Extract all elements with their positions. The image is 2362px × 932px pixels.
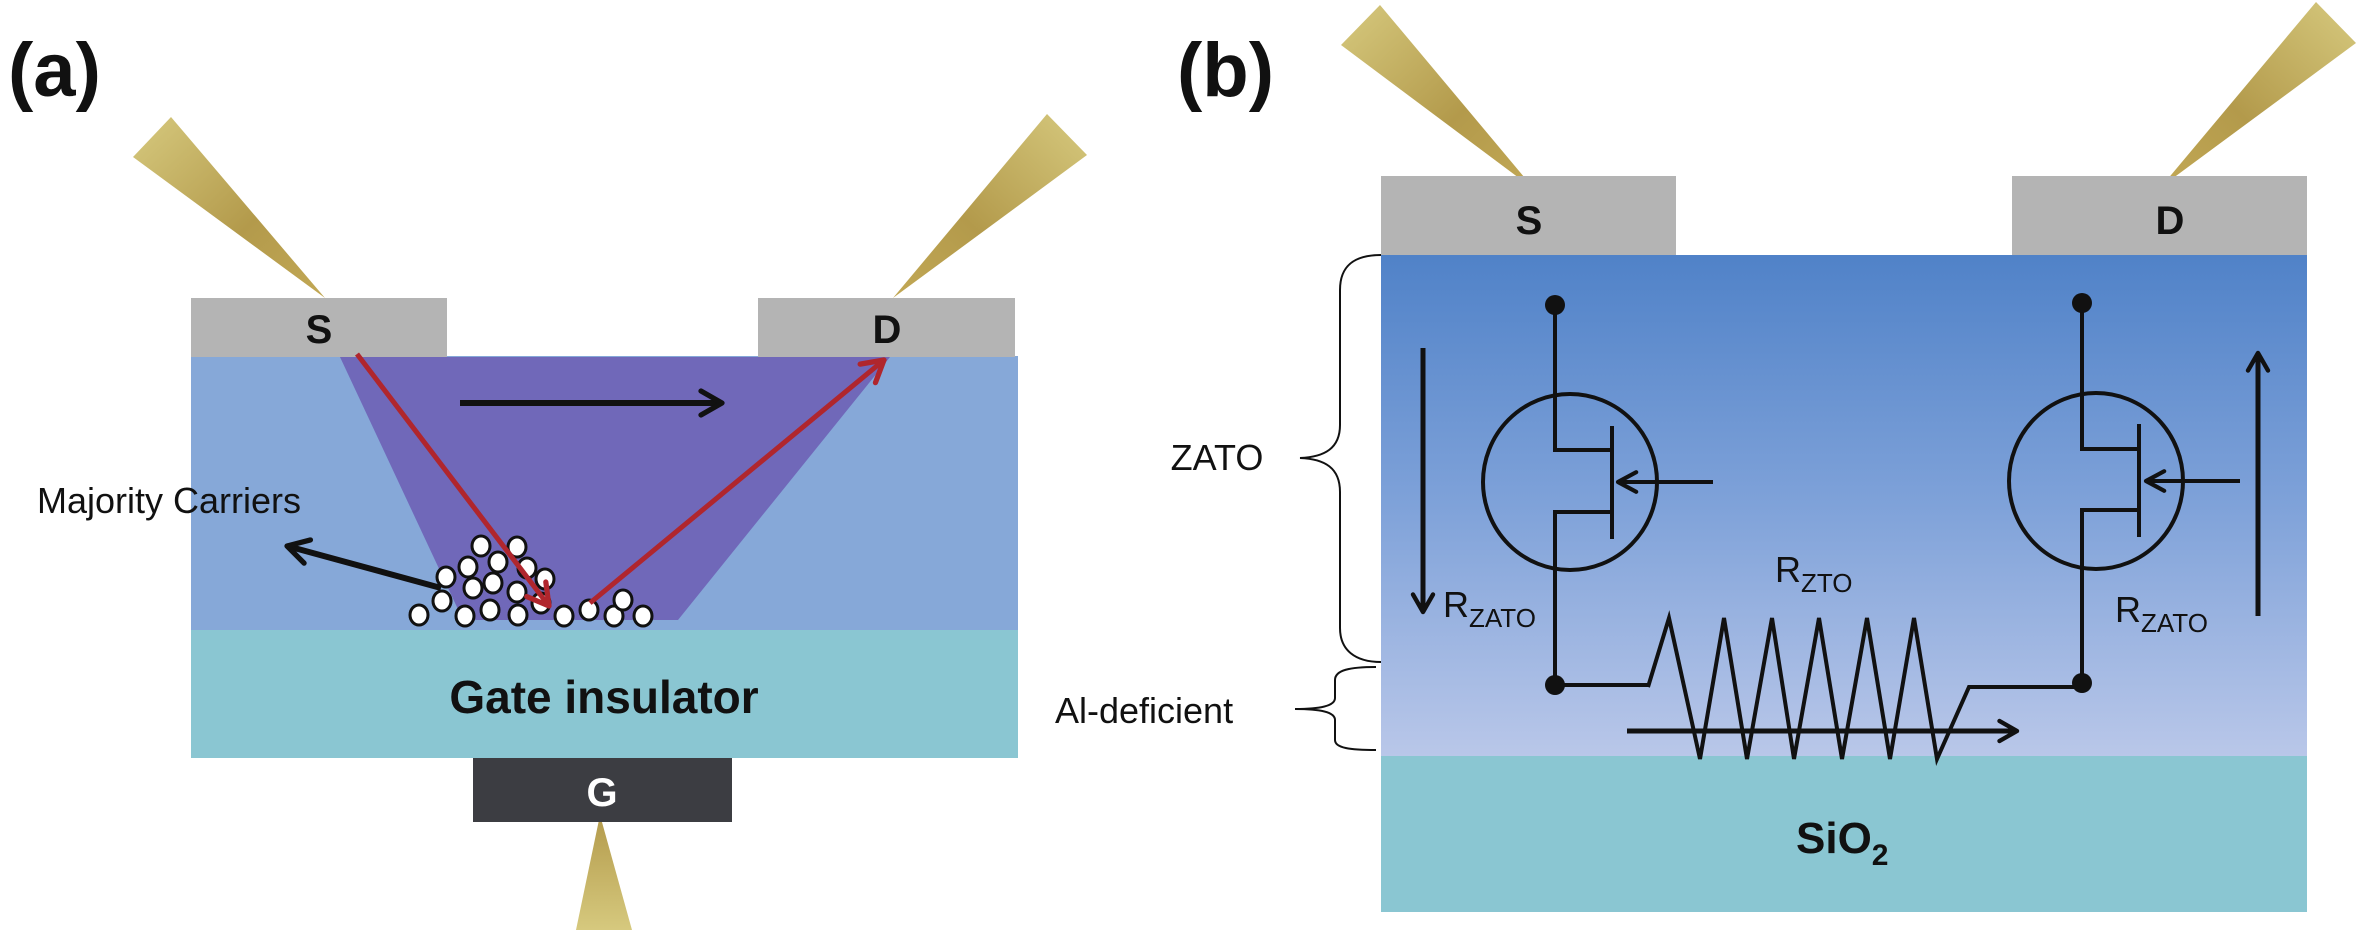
gate-probe-icon [576, 815, 632, 930]
carrier-icon [603, 604, 625, 628]
carrier-icon [457, 555, 479, 579]
carrier-icon [482, 571, 504, 595]
zato-bracket [1299, 254, 1382, 663]
source-probe-icon [1341, 5, 1535, 190]
sio2-label-main: SiO [1796, 814, 1872, 863]
sio2-label: SiO2 [1796, 814, 1888, 872]
source-label: S [1516, 199, 1543, 243]
drain-electrode [2012, 176, 2307, 255]
left-top-node-icon [1545, 295, 1565, 315]
panel-a-label: (a) [8, 28, 101, 113]
source-electrode [191, 298, 447, 357]
carrier-icon [470, 534, 492, 558]
carrier-icon [507, 603, 529, 627]
right-transistor-symbol [2007, 293, 2240, 693]
right-top-node-icon [2072, 293, 2092, 313]
carrier-icon [578, 598, 600, 622]
carrier-icon [632, 604, 654, 628]
zto-resistor-symbol [1646, 610, 2082, 766]
majority-carriers-pointer-arrow [284, 537, 442, 591]
gate-insulator-label: Gate insulator [449, 671, 758, 723]
drain-probe-icon [893, 114, 1087, 298]
carrier-icon [487, 550, 509, 574]
carrier-icon [479, 598, 501, 622]
r-subscript: ZTO [1801, 568, 1853, 598]
carrier-icon [408, 603, 430, 627]
panel-b-label: (b) [1177, 28, 1274, 113]
gate-label: G [586, 771, 617, 815]
current-path-up-arrow [588, 357, 887, 605]
r-subscript: ZATO [2141, 608, 2208, 638]
al-deficient-label: Al-deficient [1055, 690, 1233, 731]
drain-label: D [2156, 199, 2185, 243]
sio2-layer [1381, 756, 2307, 912]
r-main: R [2115, 589, 2141, 630]
carrier-icon [553, 604, 575, 628]
panel-a: (a) Gate insulator S D G Majority Carrie… [8, 28, 1087, 930]
left-r-zato-label: RZATO [1443, 584, 1536, 633]
carrier-icon [462, 576, 484, 600]
r-subscript: ZATO [1469, 603, 1536, 633]
r-zto-label: RZTO [1775, 549, 1853, 598]
source-label: S [306, 308, 333, 352]
carrier-icon [612, 588, 634, 612]
current-path-down-arrow [355, 352, 552, 609]
carrier-icon [506, 580, 528, 604]
gate-electrode [473, 758, 732, 822]
carrier-icon [454, 604, 476, 628]
r-main: R [1443, 584, 1469, 625]
drain-electrode [758, 298, 1015, 357]
carrier-icon [435, 565, 457, 589]
zato-layer [1381, 255, 2307, 756]
right-r-zato-label: RZATO [2115, 589, 2208, 638]
sio2-label-subscript: 2 [1872, 839, 1889, 872]
carrier-icon [506, 535, 528, 559]
gate-insulator-layer [191, 630, 1018, 758]
al-deficient-bracket [1294, 666, 1377, 751]
carrier-icon [534, 567, 556, 591]
source-probe-icon [133, 117, 325, 298]
majority-carriers-label: Majority Carriers [37, 480, 301, 521]
left-transistor-symbol [1481, 295, 1713, 695]
majority-carriers [408, 534, 654, 628]
r-main: R [1775, 549, 1801, 590]
right-bottom-node-icon [2072, 673, 2092, 693]
carrier-icon [431, 589, 453, 613]
panel-b: (b) SiO2 S D ZATO Al-deficient RZATO [1055, 2, 2356, 912]
zato-label: ZATO [1171, 437, 1264, 478]
drain-probe-icon [2161, 2, 2356, 187]
left-bottom-node-icon [1545, 675, 1565, 695]
source-electrode [1381, 176, 1676, 255]
drain-label: D [873, 308, 902, 352]
